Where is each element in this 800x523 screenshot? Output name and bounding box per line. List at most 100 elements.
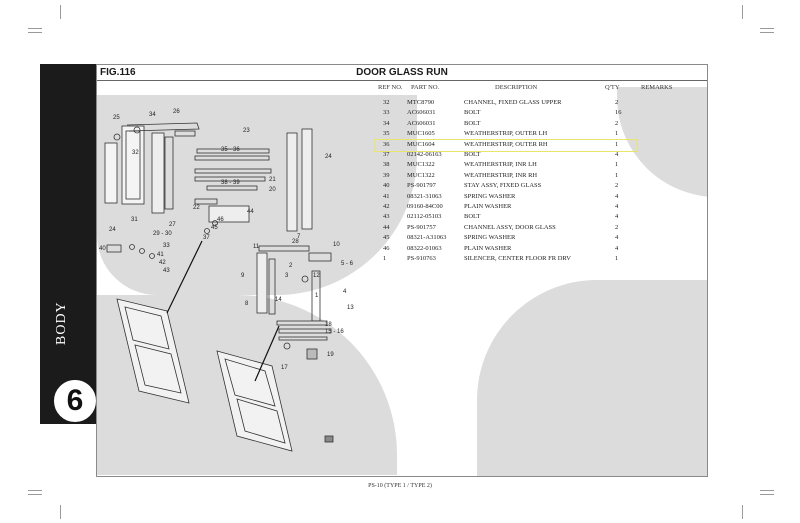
crop-mark <box>760 494 774 495</box>
background-shape <box>477 280 707 476</box>
callout: 11 <box>253 244 260 250</box>
crop-mark <box>760 490 774 491</box>
callout: 19 <box>327 352 334 358</box>
crop-mark <box>28 490 42 491</box>
cell-part: MTC8790 <box>407 99 435 106</box>
crop-mark <box>60 505 61 519</box>
callout: 25 <box>113 115 120 121</box>
cell-desc: SPRING WASHER <box>464 234 516 242</box>
column-header-qty: Q'TY <box>605 84 620 91</box>
table-row: 38 MUC1322 WEATHERSTRIP, INR LH 1 <box>97 160 707 170</box>
callout: 24 <box>109 227 116 233</box>
callout: 21 <box>269 177 276 183</box>
callout: 10 <box>333 242 340 248</box>
cell-desc: WEATHERSTRIP, INR RH <box>464 171 538 179</box>
column-header-remarks: REMARKS <box>641 84 673 91</box>
callout: 15 - 16 <box>325 329 344 335</box>
cell-part: PS-910763 <box>407 255 436 262</box>
cell-ref: 41 <box>383 192 390 200</box>
cell-desc: CHANNEL, FIXED GLASS UPPER <box>464 99 562 106</box>
crop-mark <box>760 28 774 29</box>
cell-desc: SILENCER, CENTER FLOOR FR DRV <box>464 255 571 262</box>
cell-ref: 34 <box>383 119 390 127</box>
cell-qty: 4 <box>615 234 619 242</box>
cell-part: MUC1322 <box>407 171 435 179</box>
callout: 8 <box>245 301 249 307</box>
crop-mark <box>760 32 774 33</box>
cell-qty: 2 <box>615 223 619 231</box>
cell-part: AC606031 <box>407 119 436 127</box>
cell-ref: 46 <box>383 244 390 252</box>
cell-qty: 1 <box>615 161 619 169</box>
callout: 13 <box>347 305 354 311</box>
cell-ref: 40 <box>383 182 390 190</box>
callout: 14 <box>275 297 282 303</box>
crop-mark <box>28 494 42 495</box>
cell-qty: 2 <box>615 99 619 106</box>
callout: 43 <box>163 268 170 274</box>
cell-ref: 37 <box>383 151 390 158</box>
column-header-description: DESCRIPTION <box>495 84 538 91</box>
callout: 29 - 30 <box>153 231 172 237</box>
cell-desc: BOLT <box>464 213 481 221</box>
cell-desc: BOLT <box>464 151 481 158</box>
cell-ref: 44 <box>383 223 390 231</box>
catalog-page: FIG.116 DOOR GLASS RUN <box>96 64 708 477</box>
callout: 2 <box>289 263 293 269</box>
cell-ref: 1 <box>383 255 387 262</box>
cell-part: MUC1322 <box>407 161 435 169</box>
cell-ref: 35 <box>383 130 390 138</box>
cell-desc: PLAIN WASHER <box>464 244 512 252</box>
callout: 35 - 36 <box>221 147 240 153</box>
callout: 27 <box>169 222 176 228</box>
callout: 9 <box>241 273 245 279</box>
callout: 5 - 6 <box>341 261 354 267</box>
cell-part: 09160-84C00 <box>407 203 443 210</box>
section-label: BODY <box>54 301 69 345</box>
exploded-diagram: 25 34 26 23 35 - 36 24 32 21 38 - 39 20 … <box>99 109 354 452</box>
cell-desc: STAY ASSY, FIXED GLASS <box>464 182 542 190</box>
callout: 42 <box>159 260 166 266</box>
cell-qty: 2 <box>615 119 619 127</box>
cell-ref: 36 <box>383 140 390 148</box>
cell-part: PS-901757 <box>407 223 436 231</box>
cell-desc: SPRING WASHER <box>464 192 516 200</box>
callout: 33 <box>163 243 170 249</box>
cell-ref: 38 <box>383 161 390 169</box>
callout: 17 <box>281 365 288 371</box>
figure-number: FIG.116 <box>100 67 136 78</box>
cell-qty: 4 <box>615 244 619 252</box>
section-tab <box>40 64 97 424</box>
cell-qty: 4 <box>615 213 619 221</box>
cell-part: MUC1604 <box>407 140 435 148</box>
callout: 7 <box>297 234 301 240</box>
callout: 37 <box>203 235 210 241</box>
crop-mark <box>742 505 743 519</box>
cell-desc: WEATHERSTRIP, OUTER RH <box>464 140 548 148</box>
cell-qty: 1 <box>615 255 619 262</box>
callout: 41 <box>157 252 164 258</box>
table-row: 43 02112-05103 BOLT 4 <box>97 212 707 222</box>
crop-mark <box>28 32 42 33</box>
callout: 40 <box>99 246 106 252</box>
section-number: 6 <box>52 378 98 424</box>
table-row: 1 PS-910763 SILENCER, CENTER FLOOR FR DRV 1 <box>97 254 707 264</box>
cell-part: 08322-01063 <box>407 244 442 252</box>
callout: 18 <box>325 322 332 328</box>
cell-ref: 43 <box>383 213 390 221</box>
cell-part: 02112-05103 <box>407 213 442 221</box>
cell-desc: BOLT <box>464 119 481 127</box>
callout: 38 - 39 <box>221 180 240 186</box>
cell-desc: WEATHERSTRIP, INR LH <box>464 161 537 169</box>
cell-qty: 4 <box>615 151 619 158</box>
callout: 28 <box>292 239 299 245</box>
cell-part: MUC1605 <box>407 130 435 138</box>
